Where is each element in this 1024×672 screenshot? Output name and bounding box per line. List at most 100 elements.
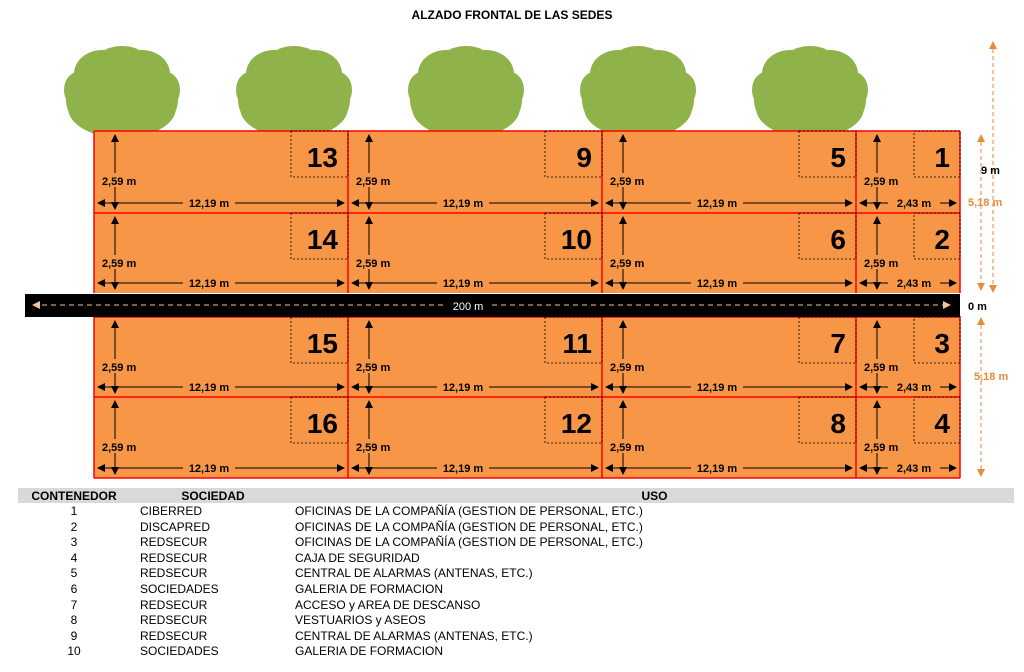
container-14 xyxy=(97,212,349,290)
lower-level-label: 5,18 m xyxy=(974,371,1008,383)
container-number: 16 xyxy=(307,408,338,439)
width-dimension-label: 12,19 m xyxy=(189,278,230,290)
label-bg xyxy=(183,380,235,394)
header-use: USO xyxy=(641,489,668,503)
height-dimension-label: 2,59 m xyxy=(356,362,390,374)
width-dimension-label: 2,43 m xyxy=(897,463,931,475)
label-bg xyxy=(610,255,656,269)
container-number-box xyxy=(544,212,603,260)
height-dimension-label: 2,59 m xyxy=(356,258,390,270)
label-bg xyxy=(356,359,402,373)
label-bg xyxy=(864,255,910,269)
container-8 xyxy=(605,396,857,475)
row-container: 6 xyxy=(70,581,78,596)
table-row: 9 REDSECUR CENTRAL DE ALARMAS (ANTENAS, ET… xyxy=(18,628,1014,644)
container-number-box xyxy=(798,130,857,178)
container-number: 8 xyxy=(830,408,846,439)
height-dimension-label: 2,59 m xyxy=(356,442,390,454)
height-dimension-label: 2,59 m xyxy=(102,258,136,270)
container-5 xyxy=(605,130,857,210)
row-society: SOCIEDADES xyxy=(140,581,219,596)
label-bg xyxy=(102,173,148,187)
label-bg xyxy=(437,380,489,394)
container-3 xyxy=(859,316,961,394)
label-bg xyxy=(888,196,940,210)
label-bg xyxy=(437,276,489,290)
label-bg xyxy=(864,439,910,453)
width-dimension-label: 12,19 m xyxy=(443,463,484,475)
label-bg xyxy=(356,173,402,187)
row-society: DISCAPRED xyxy=(140,519,211,534)
tree-icon xyxy=(580,46,696,138)
container-number-box xyxy=(544,396,603,444)
container-11 xyxy=(351,316,603,394)
container-number: 7 xyxy=(830,328,846,359)
width-dimension-label: 12,19 m xyxy=(443,382,484,394)
row-society: REDSECUR xyxy=(140,550,208,565)
container-number: 1 xyxy=(934,142,950,173)
table-row: 3 REDSECUR OFICINAS DE LA COMPAÑÍA (GESTIO… xyxy=(18,534,1014,550)
row-container: 8 xyxy=(70,613,78,628)
container-13 xyxy=(97,130,349,210)
container-number: 14 xyxy=(307,224,339,255)
label-bg xyxy=(691,276,743,290)
row-use: GALERIA DE FORMACION xyxy=(295,581,444,596)
container-number-box xyxy=(913,130,961,178)
row-use: CENTRAL DE ALARMAS (ANTENAS, ETC.) xyxy=(295,566,533,581)
height-dimension-label: 2,59 m xyxy=(610,362,644,374)
label-bg xyxy=(437,196,489,210)
width-dimension-label: 12,19 m xyxy=(443,198,484,210)
container-number: 10 xyxy=(561,224,592,255)
width-dimension-label: 12,19 m xyxy=(697,198,738,210)
row-use: CENTRAL DE ALARMAS (ANTENAS, ETC.) xyxy=(295,628,533,643)
height-dimension-label: 2,59 m xyxy=(102,442,136,454)
label-bg xyxy=(183,461,235,475)
container-number-box xyxy=(290,396,349,444)
label-bg xyxy=(691,380,743,394)
label-bg xyxy=(102,255,148,269)
width-dimension-label: 12,19 m xyxy=(697,463,738,475)
container-number: 11 xyxy=(562,328,592,359)
container-number-box xyxy=(913,212,961,260)
row-container: 3 xyxy=(70,535,78,550)
row-society: CIBERRED xyxy=(140,504,203,518)
width-dimension-label: 12,19 m xyxy=(697,382,738,394)
label-bg xyxy=(610,173,656,187)
height-dimension-label: 2,59 m xyxy=(864,442,898,454)
container-number: 15 xyxy=(307,328,338,359)
height-dimension-label: 2,59 m xyxy=(864,258,898,270)
row-society: REDSECUR xyxy=(140,597,208,612)
label-bg xyxy=(183,276,235,290)
width-dimension-label: 2,43 m xyxy=(897,198,931,210)
container-9 xyxy=(351,130,603,210)
label-bg xyxy=(864,359,910,373)
label-bg xyxy=(102,359,148,373)
container-number-box xyxy=(544,316,603,364)
tree-icon xyxy=(64,46,180,138)
width-dimension-label: 12,19 m xyxy=(697,278,738,290)
container-number: 12 xyxy=(561,408,592,439)
row-use: OFICINAS DE LA COMPAÑÍA (GESTION DE PERS… xyxy=(295,535,643,550)
container-1 xyxy=(859,130,961,210)
width-dimension-label: 2,43 m xyxy=(897,278,931,290)
row-society: REDSECUR xyxy=(140,628,208,643)
container-number-box xyxy=(798,316,857,364)
container-2 xyxy=(859,212,961,290)
container-number: 3 xyxy=(934,328,950,359)
container-number-box xyxy=(798,212,857,260)
height-dimension-label: 2,59 m xyxy=(864,362,898,374)
container-10 xyxy=(351,212,603,290)
row-container: 1 xyxy=(70,504,78,518)
row-society: REDSECUR xyxy=(140,535,208,550)
row-container: 10 xyxy=(67,644,81,659)
row-container: 9 xyxy=(70,628,78,643)
header-container: CONTENEDOR xyxy=(31,489,117,503)
row-use: VESTUARIOS y ASEOS xyxy=(295,613,426,628)
label-bg xyxy=(610,439,656,453)
road-label-bg xyxy=(447,299,489,312)
total-height-label: 9 m xyxy=(981,165,1000,177)
